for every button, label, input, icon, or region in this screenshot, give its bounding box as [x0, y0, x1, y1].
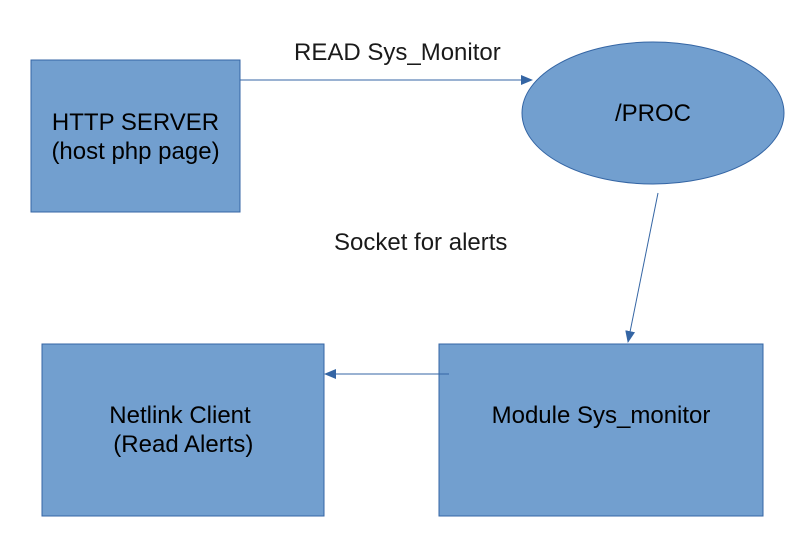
netlink-title: Netlink Client: [109, 402, 251, 429]
edge-socket-for-alerts-label: Socket for alerts: [334, 229, 507, 256]
http-server-box: [30, 59, 241, 213]
node-http-server[interactable]: HTTP SERVER (host php page): [30, 59, 241, 213]
node-netlink-client[interactable]: Netlink Client (Read Alerts): [41, 343, 325, 517]
proc-ellipse: [521, 41, 785, 185]
node-module-sys-monitor[interactable]: Module Sys_monitor: [438, 343, 764, 517]
edge-read-sys-monitor: READ Sys_Monitor: [240, 39, 533, 85]
netlink-subtitle: (Read Alerts): [107, 431, 254, 458]
proc-label: /PROC: [615, 100, 691, 127]
http-server-title: HTTP SERVER: [52, 109, 219, 136]
edge-proc-to-module: [625, 192, 659, 343]
module-label: Module Sys_monitor: [492, 402, 711, 429]
edge-read-sys-monitor-label: READ Sys_Monitor: [294, 39, 501, 66]
edge-proc-to-module-line: [625, 192, 659, 343]
node-proc[interactable]: /PROC: [521, 41, 785, 185]
http-server-subtitle: (host php page): [51, 138, 219, 165]
module-box: [438, 343, 764, 517]
netlink-box: [41, 343, 325, 517]
edge-socket-for-alerts: Socket for alerts: [324, 229, 507, 379]
